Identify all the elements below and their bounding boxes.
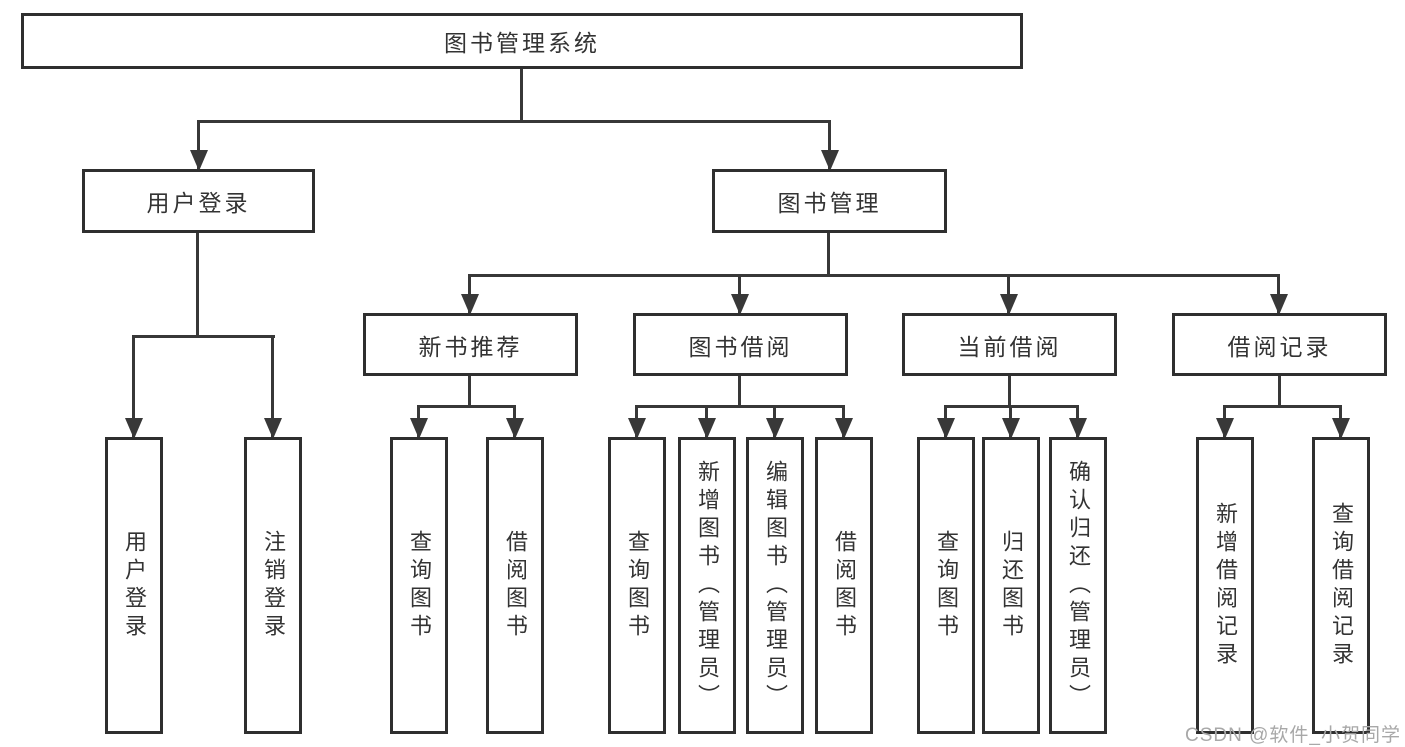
node-label: 用户登录 xyxy=(122,529,147,642)
leaf-return-books: 归还图书 xyxy=(982,437,1040,734)
connector-stub xyxy=(468,376,471,405)
leaf-query-books: 查询图书 xyxy=(608,437,666,734)
connector-stub xyxy=(520,69,523,121)
arrow-down-icon xyxy=(828,120,831,169)
node-label: 查询图书 xyxy=(934,529,959,642)
arrow-down-icon xyxy=(738,274,741,313)
leaf-query-books: 查询图书 xyxy=(390,437,448,734)
node-label: 编辑图书（管理员） xyxy=(763,459,788,712)
leaf-query-books: 查询图书 xyxy=(917,437,975,734)
csdn-watermark: CSDN @软件_小贺同学 xyxy=(1185,725,1401,746)
connector-stub xyxy=(1278,376,1281,405)
node-label: 借阅记录 xyxy=(1227,333,1332,360)
connector-bus xyxy=(636,405,845,408)
arrow-down-icon xyxy=(1009,405,1012,437)
leaf-edit-books-admin: 编辑图书（管理员） xyxy=(746,437,804,734)
arrow-down-icon xyxy=(271,335,274,437)
connector-bus xyxy=(469,274,1280,277)
node-label: 借阅图书 xyxy=(503,529,528,642)
arrow-down-icon xyxy=(705,405,708,437)
node-label: 归还图书 xyxy=(999,529,1024,642)
leaf-user-login: 用户登录 xyxy=(105,437,163,734)
arrow-down-icon xyxy=(1076,405,1079,437)
arrow-down-icon xyxy=(468,274,471,313)
arrow-down-icon xyxy=(132,335,135,437)
arrow-down-icon xyxy=(513,405,516,437)
node-root-library-system: 图书管理系统 xyxy=(21,13,1023,69)
node-label: 用户登录 xyxy=(146,190,251,216)
node-label: 当前借阅 xyxy=(957,333,1062,360)
arrow-down-icon xyxy=(1007,274,1010,313)
arrow-down-icon xyxy=(417,405,420,437)
connector-bus xyxy=(197,120,831,123)
node-label: 查询图书 xyxy=(625,529,650,642)
arrow-down-icon xyxy=(773,405,776,437)
connector-stub xyxy=(196,233,199,335)
connector-stub xyxy=(738,376,741,405)
arrow-down-icon xyxy=(1223,405,1226,437)
arrow-down-icon xyxy=(635,405,638,437)
arrow-down-icon xyxy=(1277,274,1280,313)
connector-bus xyxy=(1224,405,1342,408)
node-label: 查询图书 xyxy=(407,529,432,642)
leaf-borrow-books: 借阅图书 xyxy=(486,437,544,734)
node-label: 注销登录 xyxy=(261,529,286,642)
node-label: 查询借阅记录 xyxy=(1329,501,1354,670)
node-label: 借阅图书 xyxy=(832,529,857,642)
node-label: 新增图书（管理员） xyxy=(695,459,720,712)
connector-bus xyxy=(945,405,1079,408)
node-book-management: 图书管理 xyxy=(712,169,947,233)
node-label: 确认归还（管理员） xyxy=(1066,459,1091,712)
node-new-book-recommend: 新书推荐 xyxy=(363,313,578,376)
node-current-borrowing: 当前借阅 xyxy=(902,313,1117,376)
connector-stub xyxy=(827,233,830,274)
arrow-down-icon xyxy=(197,120,200,169)
node-label: 新书推荐 xyxy=(418,333,523,360)
node-label: 图书借阅 xyxy=(688,333,793,360)
leaf-query-borrow-record: 查询借阅记录 xyxy=(1312,437,1370,734)
node-book-borrowing: 图书借阅 xyxy=(633,313,848,376)
connector-bus xyxy=(418,405,516,408)
node-label: 新增借阅记录 xyxy=(1213,501,1238,670)
leaf-add-books-admin: 新增图书（管理员） xyxy=(678,437,736,734)
node-label: 图书管理 xyxy=(777,190,882,216)
arrow-down-icon xyxy=(1339,405,1342,437)
node-user-login: 用户登录 xyxy=(82,169,315,233)
connector-bus xyxy=(133,335,275,338)
leaf-confirm-return-admin: 确认归还（管理员） xyxy=(1049,437,1107,734)
connector-stub xyxy=(1008,376,1011,405)
node-borrowing-records: 借阅记录 xyxy=(1172,313,1387,376)
leaf-borrow-books: 借阅图书 xyxy=(815,437,873,734)
leaf-logout: 注销登录 xyxy=(244,437,302,734)
leaf-add-borrow-record: 新增借阅记录 xyxy=(1196,437,1254,734)
arrow-down-icon xyxy=(842,405,845,437)
node-label: 图书管理系统 xyxy=(444,30,600,56)
arrow-down-icon xyxy=(944,405,947,437)
